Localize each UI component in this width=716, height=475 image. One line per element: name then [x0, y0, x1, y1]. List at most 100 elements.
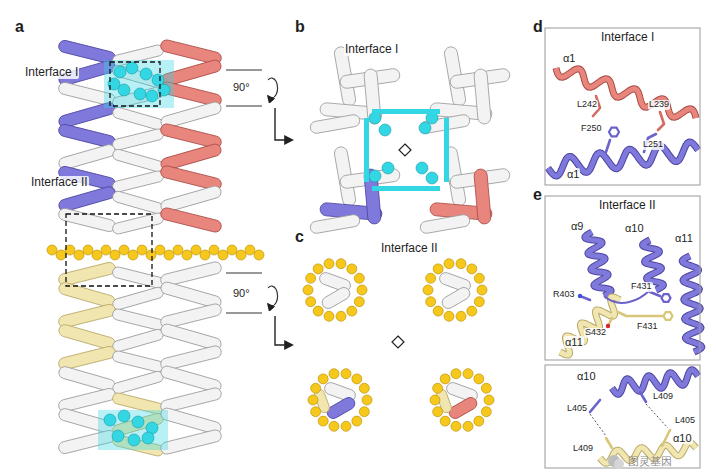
residue-label: F250 — [580, 124, 603, 134]
helix-ribbon — [682, 256, 702, 352]
helix-cylinder — [111, 308, 164, 331]
helix-label: α11 — [674, 232, 694, 244]
helix-ribbon — [560, 297, 620, 355]
helix-cylinder — [159, 207, 222, 234]
residue-sphere — [306, 297, 316, 307]
residue-sphere — [110, 250, 120, 260]
residue-sphere — [477, 285, 487, 295]
panel-title: Interface I — [600, 31, 655, 44]
residue-sphere — [440, 374, 450, 384]
side-chain-stick — [590, 400, 600, 412]
helix-cylinder — [309, 114, 360, 135]
residue-label: L239 — [648, 100, 670, 110]
atom — [578, 294, 582, 298]
residue-sphere — [182, 250, 192, 260]
helix-ribbon — [556, 68, 696, 118]
residue-sphere — [433, 306, 443, 316]
residue-sphere — [329, 421, 339, 431]
residue-sphere — [56, 250, 66, 260]
residue-sphere — [101, 245, 111, 255]
residue-sphere — [347, 264, 357, 274]
residue-sphere — [341, 421, 351, 431]
residue-label: F431 — [630, 282, 653, 292]
residue-sphere — [119, 245, 129, 255]
residue-sphere — [369, 170, 381, 182]
residue-sphere — [382, 162, 394, 174]
interface-stripe — [444, 118, 449, 182]
residue-sphere — [474, 297, 484, 307]
residue-label: L409 — [572, 444, 594, 454]
residue-sphere — [191, 245, 201, 255]
helix-ribbon — [585, 232, 611, 296]
residue-label: L409 — [652, 392, 674, 402]
residue-label: R403 — [552, 290, 576, 300]
interface-stripe — [372, 186, 440, 191]
helix-ribbon — [585, 232, 611, 296]
panel-title: Interface I — [24, 66, 79, 79]
residue-sphere — [311, 383, 321, 393]
aromatic-ring — [664, 312, 673, 320]
helix-cylinder — [111, 286, 164, 311]
helix-cylinder — [111, 350, 164, 373]
helix-cylinder — [159, 429, 222, 456]
helix-cylinder — [325, 395, 357, 420]
residue-sphere — [140, 68, 152, 80]
symmetry-axis — [399, 144, 411, 156]
residue-label: L405 — [674, 416, 696, 426]
residue-sphere — [451, 421, 461, 431]
residue-label: S432 — [584, 328, 607, 338]
panel-letter: e — [532, 186, 543, 204]
residue-sphere — [254, 250, 264, 260]
residue-sphere — [164, 250, 174, 260]
residue-sphere — [430, 395, 440, 405]
residue-sphere — [347, 306, 357, 316]
zoom-box — [110, 62, 160, 106]
rotation-label: 90° — [232, 287, 251, 299]
contact-line — [646, 404, 668, 428]
helix-cylinder — [474, 169, 492, 225]
helix-cylinder — [111, 190, 164, 215]
residue-sphere — [324, 311, 334, 321]
residue-sphere — [357, 285, 367, 295]
residue-sphere — [146, 250, 156, 260]
residue-sphere — [218, 250, 228, 260]
helix-cylinder — [447, 395, 479, 420]
residue-sphere — [419, 122, 431, 134]
residue-sphere — [474, 374, 484, 384]
aromatic-ring — [609, 128, 619, 137]
helix-label: α1 — [562, 52, 576, 64]
residue-sphere — [484, 395, 494, 405]
residue-sphere — [474, 273, 484, 283]
residue-sphere — [47, 245, 57, 255]
helix-cylinder — [364, 69, 382, 125]
residue-sphere — [303, 285, 313, 295]
residue-sphere — [423, 285, 433, 295]
side-chain-stick — [650, 292, 660, 296]
residue-sphere — [444, 259, 454, 269]
helix-cylinder — [440, 285, 472, 310]
helix-ribbon — [612, 370, 698, 394]
residue-sphere — [362, 395, 372, 405]
helix-cylinder — [111, 170, 164, 193]
residue-sphere — [324, 259, 334, 269]
residue-sphere — [426, 172, 438, 184]
helix-label: α10 — [624, 222, 645, 234]
zoom-box — [66, 214, 152, 286]
helix-cylinder — [111, 212, 164, 235]
helix-label: α1 — [566, 168, 580, 180]
interface-stripe — [372, 109, 440, 114]
residue-sphere — [112, 430, 124, 442]
helix-ribbon — [560, 297, 620, 355]
residue-sphere — [142, 432, 154, 444]
residue-sphere — [74, 250, 84, 260]
residue-sphere — [474, 416, 484, 426]
residue-sphere — [463, 369, 473, 379]
residue-sphere — [92, 250, 102, 260]
side-chain-stick — [658, 112, 664, 130]
residue-sphere — [227, 245, 237, 255]
residue-sphere — [352, 416, 362, 426]
residue-sphere — [336, 259, 346, 269]
residue-sphere — [481, 383, 491, 393]
residue-sphere — [433, 383, 443, 393]
